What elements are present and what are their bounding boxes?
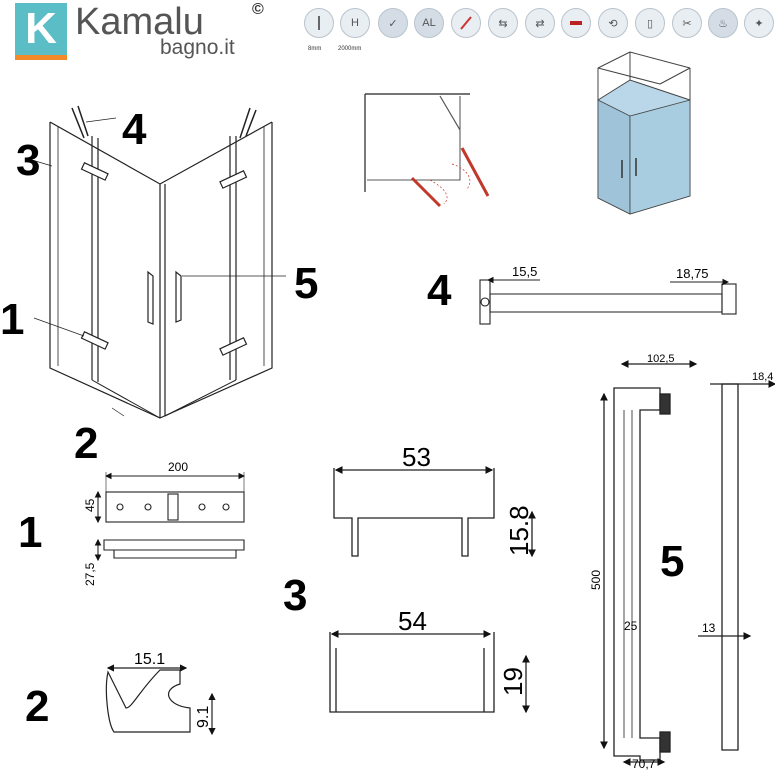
height-icon: H bbox=[340, 8, 370, 38]
dim-handle-base: 70,7 bbox=[632, 757, 656, 771]
dim-bar-left: 15,5 bbox=[512, 264, 537, 279]
dim-hinge-width: 200 bbox=[168, 460, 188, 474]
dim-handle-length: 500 bbox=[589, 570, 603, 590]
dim-profile3-bottom-width: 54 bbox=[398, 606, 427, 636]
logo-k-mark: K bbox=[15, 3, 67, 60]
dim-profile3-top-height: 15.8 bbox=[504, 505, 534, 556]
dim-bar-right: 18,75 bbox=[676, 266, 709, 281]
aluminium-icon: AL bbox=[414, 8, 444, 38]
dim-profile3-top-width: 53 bbox=[402, 442, 431, 472]
glass-thickness-icon bbox=[304, 8, 334, 38]
aluminium-icon-glyph: AL bbox=[422, 17, 436, 29]
tools-icon: ✂ bbox=[672, 8, 702, 38]
callout-2: 2 bbox=[74, 419, 98, 468]
dim-hinge-depth: 27,5 bbox=[83, 562, 97, 586]
part-1-hinge bbox=[94, 472, 246, 562]
water-drop-icon: ♨ bbox=[708, 8, 738, 38]
adjustable-icon: ⇆ bbox=[488, 8, 518, 38]
part-4-wall-bar bbox=[479, 276, 737, 325]
part-4-callout: 4 bbox=[427, 266, 452, 315]
magnetic-closure-icon bbox=[561, 8, 591, 38]
plan-view bbox=[364, 93, 490, 208]
height-icon-glyph: H bbox=[351, 17, 359, 29]
part-1-callout: 1 bbox=[18, 508, 42, 557]
logo-site: bagno.it bbox=[160, 36, 235, 59]
brand-logo: K Kamalu bagno.it © bbox=[15, 1, 270, 60]
dim-handle-depth: 102,5 bbox=[647, 353, 675, 365]
dim-profile2-width: 15.1 bbox=[134, 651, 165, 668]
part-5-handle bbox=[600, 360, 775, 766]
dim-handle-side-bar: 13 bbox=[702, 621, 716, 635]
dim-profile2-height: 9.1 bbox=[195, 706, 212, 728]
copyright-mark: © bbox=[252, 1, 264, 18]
glass-thickness-caption: 8mm bbox=[308, 46, 322, 52]
wall-profile-icon: ▯ bbox=[635, 8, 665, 38]
easy-clean-icon: ✓ bbox=[378, 8, 408, 38]
callout-5: 5 bbox=[294, 259, 318, 308]
dim-hinge-height: 45 bbox=[83, 498, 97, 512]
reversible-icon bbox=[451, 8, 481, 38]
enclosure-render bbox=[597, 51, 691, 215]
part-2-profile bbox=[105, 664, 216, 736]
dim-profile3-bottom-height: 19 bbox=[498, 667, 528, 696]
part-5-callout: 5 bbox=[660, 537, 684, 586]
feature-icon-strip: 8mm H 2000mm ✓ AL ⇆ ⇄ ⟲ ▯ ✂ ♨ ✦ bbox=[298, 8, 774, 58]
callout-1: 1 bbox=[0, 295, 24, 344]
part-3-profiles bbox=[329, 466, 536, 714]
callout-3: 3 bbox=[16, 136, 40, 185]
dim-handle-bar: 25 bbox=[624, 619, 638, 633]
door-opening-icon: ⇄ bbox=[525, 8, 555, 38]
hinge-icon: ⟲ bbox=[598, 8, 628, 38]
anticalcare-icon: ✦ bbox=[744, 8, 774, 38]
height-caption: 2000mm bbox=[338, 46, 362, 52]
logo-name: Kamalu bbox=[75, 1, 204, 43]
callout-4: 4 bbox=[122, 105, 147, 154]
dim-handle-side-width: 18,4 bbox=[752, 371, 773, 383]
enclosure-drawing bbox=[31, 105, 286, 419]
part-2-callout: 2 bbox=[25, 682, 49, 731]
part-3-callout: 3 bbox=[283, 571, 307, 620]
